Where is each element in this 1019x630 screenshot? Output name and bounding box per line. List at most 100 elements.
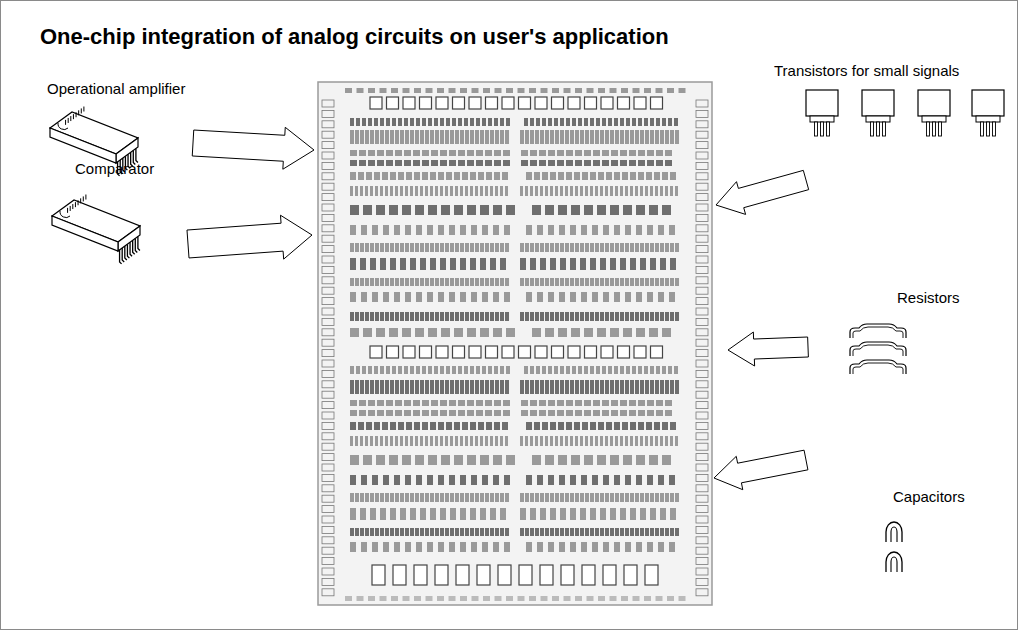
bond-pad	[372, 565, 385, 585]
capacitor-icon	[886, 522, 902, 542]
circuit-element	[595, 436, 598, 446]
circuit-element	[665, 160, 672, 166]
circuit-element	[592, 225, 598, 235]
circuit-element	[554, 366, 558, 374]
circuit-element	[655, 186, 658, 196]
circuit-element	[675, 528, 679, 536]
circuit-element	[494, 160, 501, 166]
circuit-element	[540, 130, 544, 144]
circuit-element	[650, 528, 654, 536]
circuit-element	[425, 243, 429, 252]
circuit-element	[550, 312, 554, 321]
circuit-element	[385, 436, 388, 446]
circuit-element	[405, 292, 411, 302]
circuit-element	[415, 493, 419, 502]
circuit-element	[438, 475, 444, 485]
circuit-element	[595, 312, 599, 321]
circuit-element	[376, 455, 385, 465]
circuit-element	[458, 118, 462, 126]
circuit-element	[537, 475, 543, 485]
circuit-element	[503, 400, 510, 406]
edge-pad	[391, 88, 398, 93]
circuit-element	[488, 366, 492, 374]
edge-pad	[322, 474, 334, 481]
circuit-element	[649, 328, 658, 337]
circuit-element	[490, 380, 494, 394]
circuit-element	[503, 160, 510, 166]
circuit-element	[400, 130, 404, 144]
circuit-element	[650, 243, 654, 252]
circuit-element	[493, 205, 502, 215]
circuit-element	[405, 380, 409, 394]
circuit-element	[590, 278, 594, 286]
circuit-element	[493, 455, 502, 465]
circuit-element	[596, 118, 600, 126]
circuit-element	[540, 243, 544, 252]
circuit-element	[630, 380, 634, 394]
circuit-element	[570, 475, 576, 485]
circuit-element	[614, 172, 620, 180]
circuit-element	[395, 160, 402, 166]
circuit-element	[490, 528, 494, 536]
circuit-element	[405, 436, 408, 446]
circuit-element	[548, 225, 554, 235]
circuit-element	[480, 455, 489, 465]
edge-pad	[403, 88, 410, 93]
edge-pad	[696, 454, 708, 461]
edge-pad	[696, 298, 708, 305]
circuit-element	[410, 493, 414, 502]
circuit-element	[490, 508, 496, 520]
circuit-element	[665, 528, 669, 536]
circuit-element	[590, 366, 594, 374]
circuit-element	[434, 366, 438, 374]
bond-pad	[486, 346, 498, 358]
circuit-element	[476, 366, 480, 374]
circuit-element	[350, 380, 354, 394]
circuit-element	[394, 542, 400, 552]
circuit-element	[465, 528, 469, 536]
circuit-element	[530, 258, 536, 270]
circuit-element	[350, 118, 354, 126]
circuit-element	[415, 243, 419, 252]
circuit-element	[361, 292, 367, 302]
circuit-element	[585, 130, 589, 144]
circuit-element	[389, 205, 398, 215]
circuit-element	[475, 436, 478, 446]
circuit-element	[550, 436, 553, 446]
circuit-element	[570, 380, 574, 394]
circuit-element	[365, 243, 369, 252]
circuit-element	[625, 292, 631, 302]
circuit-element	[530, 160, 537, 166]
circuit-element	[440, 493, 444, 502]
circuit-element	[390, 508, 396, 520]
circuit-element	[494, 422, 500, 430]
circuit-element	[470, 130, 474, 144]
circuit-element	[635, 186, 638, 196]
circuit-element	[458, 150, 465, 156]
circuit-element	[375, 380, 379, 394]
circuit-element	[584, 455, 593, 465]
circuit-element	[458, 160, 465, 166]
circuit-element	[550, 380, 554, 394]
bond-pad	[403, 346, 415, 358]
circuit-element	[404, 366, 408, 374]
circuit-element	[660, 258, 666, 270]
edge-pad	[322, 422, 334, 429]
circuit-element	[386, 118, 390, 126]
edge-pad	[322, 443, 334, 450]
circuit-element	[548, 150, 555, 156]
circuit-element	[493, 225, 499, 235]
edge-pad	[357, 88, 364, 93]
circuit-element	[415, 436, 418, 446]
bond-pad	[568, 97, 580, 109]
circuit-element	[670, 508, 676, 520]
circuit-element	[455, 380, 459, 394]
circuit-element	[645, 493, 649, 502]
circuit-element	[506, 455, 515, 465]
circuit-element	[482, 542, 488, 552]
circuit-element	[610, 493, 614, 502]
edge-pad	[696, 474, 708, 481]
circuit-element	[635, 130, 639, 144]
circuit-element	[460, 493, 464, 502]
circuit-element	[570, 312, 574, 321]
